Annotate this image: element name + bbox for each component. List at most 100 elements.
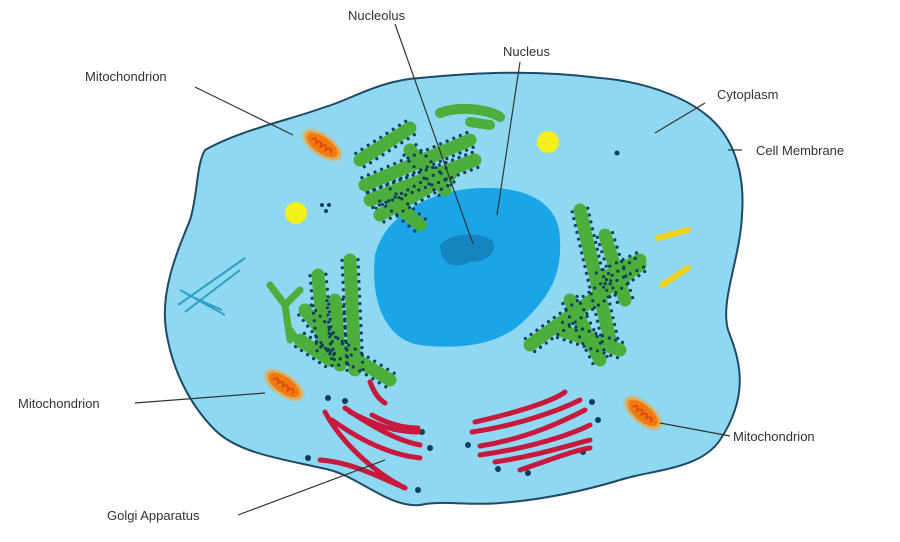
ribosome [414, 202, 418, 206]
ribosome [358, 309, 362, 313]
ribosomes [293, 119, 647, 493]
ribosome [544, 341, 548, 345]
ribosome [401, 219, 405, 223]
ribosome [311, 311, 316, 315]
ribosome [326, 313, 330, 317]
ribosome [331, 347, 335, 351]
ribosome [555, 335, 560, 340]
nucleolus [440, 234, 494, 266]
ribosome [601, 275, 606, 279]
ribosome [417, 212, 421, 216]
ribosome [412, 153, 416, 157]
ribosome [397, 123, 402, 127]
rough-er-segment [553, 323, 627, 357]
ribosome [341, 288, 345, 292]
ribosome [427, 182, 431, 186]
ribosome [556, 333, 560, 337]
ribosome [598, 261, 603, 265]
ribosome [417, 170, 421, 175]
ribosome [338, 357, 342, 361]
ribosome [393, 161, 397, 166]
ribosome [561, 301, 565, 306]
ribosome [523, 336, 527, 341]
ribosome [564, 307, 568, 311]
ribosome [600, 334, 605, 338]
ribosome [344, 341, 348, 345]
ribosome [358, 369, 362, 373]
centrioles [177, 257, 246, 316]
ribosome [327, 310, 332, 314]
ribosome [327, 331, 331, 335]
ribosome [371, 377, 375, 381]
ribosome [340, 342, 344, 346]
ribosome [386, 164, 390, 168]
ribosome [305, 353, 310, 357]
ribosome [463, 170, 467, 175]
ribosome [310, 296, 314, 300]
ribosome [399, 191, 404, 196]
ribosome [575, 294, 579, 299]
ribosome [591, 307, 595, 311]
ribosome [616, 269, 620, 273]
ribosome [595, 349, 600, 353]
ribosome [410, 190, 414, 195]
vesicle-dot [305, 455, 311, 461]
ribosome [585, 314, 589, 319]
ribosome [621, 257, 625, 262]
ribosome [378, 185, 382, 190]
ribosome [615, 355, 620, 360]
ribosome [587, 355, 592, 359]
golgi-cisterna [329, 417, 423, 461]
ribosome [593, 286, 597, 290]
label-nucleolus: Nucleolus [348, 8, 406, 23]
ribosome [384, 200, 388, 205]
ribosome [587, 290, 591, 294]
ribosome [334, 335, 338, 339]
ribosome [624, 274, 628, 278]
mitochondrion-right [624, 396, 662, 430]
ribosome [603, 281, 607, 286]
ribosome [633, 256, 637, 261]
vesicle-dot [419, 429, 425, 435]
ribosome [425, 147, 430, 152]
ribosome [360, 346, 364, 350]
ribosome [389, 209, 394, 213]
vesicle [537, 131, 559, 153]
ribosome [614, 290, 618, 295]
ribosome [595, 334, 599, 339]
ribosome [297, 313, 301, 317]
ribosome [601, 285, 606, 289]
ribosome [357, 272, 361, 276]
ribosome [341, 297, 345, 301]
ribosome [439, 187, 443, 191]
ribosome [418, 180, 423, 185]
ribosome [351, 365, 355, 369]
ribosome [362, 165, 366, 169]
ribosome [360, 147, 364, 151]
ribosome [600, 250, 604, 254]
golgi-apparatus [317, 379, 593, 491]
ribosome [560, 320, 565, 325]
leader-lines [134, 23, 742, 516]
ribosome [343, 319, 347, 323]
ribosome [619, 286, 624, 290]
ribosome [340, 339, 344, 343]
ribosome [631, 296, 635, 300]
ribosome [413, 229, 417, 233]
ribosome [575, 299, 579, 303]
ribosome [330, 340, 334, 344]
ribosome [319, 341, 323, 345]
ribosome [449, 175, 454, 180]
ribosome [365, 190, 369, 195]
ribosome [343, 326, 347, 330]
ribosome [464, 148, 469, 152]
label-mitochondrion-left: Mitochondrion [18, 396, 100, 411]
ribosome [388, 187, 392, 191]
ribosome [324, 272, 328, 276]
ribosome [458, 133, 462, 138]
ribosome [584, 271, 589, 275]
ribosome [613, 293, 617, 297]
ribosome [637, 274, 641, 278]
ribosome [608, 264, 612, 268]
